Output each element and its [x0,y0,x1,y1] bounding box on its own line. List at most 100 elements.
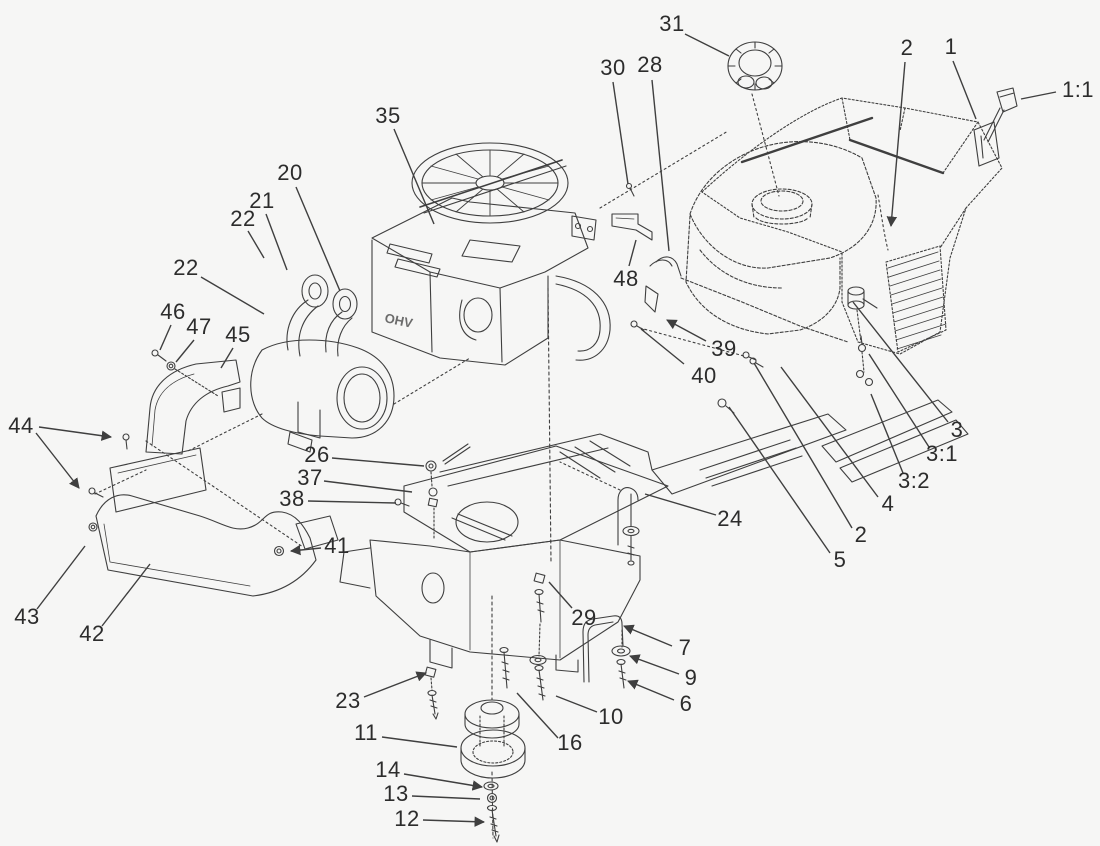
callout-28-2: 28 [637,52,662,77]
leader-42 [101,563,151,627]
leader-37 [323,480,413,493]
callout-21-8: 21 [249,188,274,213]
console-housing [599,97,1003,355]
leader-13 [411,795,481,800]
callout-16-36: 16 [557,730,582,755]
callout-38-17: 38 [279,486,304,511]
leader-1:1 [1020,91,1057,100]
leader-44-1 [35,432,80,489]
leader-35 [393,128,435,225]
callout-2-3: 2 [901,35,914,60]
leader-3:2 [870,393,904,474]
callout-3:2-24: 3:2 [898,468,930,493]
callout-41-18: 41 [324,533,349,558]
fastener-23 [424,666,439,720]
fuel-cap [727,41,783,197]
leader-31 [684,33,730,57]
leader-46 [159,324,172,351]
callout-14-39: 14 [375,757,400,782]
muffler [185,274,471,453]
leader-9 [629,654,680,675]
callout-31-0: 31 [659,11,684,36]
leader-5 [728,406,831,554]
leader-48 [628,239,637,267]
callout-39-28: 39 [711,336,736,361]
callout-43-19: 43 [14,604,39,629]
mounting-plate [94,440,304,548]
callout-11-38: 11 [354,720,378,745]
leader-20 [295,186,341,292]
fastener-26-37-38 [394,443,471,541]
j-bolt-24 [559,461,640,566]
leader-23 [363,671,427,698]
leader-41 [289,544,322,556]
leader-3 [852,301,949,423]
callout-5-27: 5 [834,547,847,572]
callout-40-29: 40 [691,363,716,388]
leader-38 [307,500,397,504]
fastener-41 [273,545,285,557]
callout-3:1-23: 3:1 [926,441,958,466]
leader-30 [612,81,629,185]
callout-7-32: 7 [679,635,692,660]
callout-4-25: 4 [882,491,895,516]
leader-45 [220,347,234,369]
callout-45-13: 45 [225,322,250,347]
leader-4 [780,366,879,498]
callout-37-16: 37 [297,465,322,490]
callout-20-7: 20 [277,160,302,185]
leader-10 [555,695,598,713]
leader-22 [247,230,265,259]
leader-26 [331,457,425,467]
callout-2-26: 2 [855,522,868,547]
callout-24-21: 24 [717,506,742,531]
control-lever [973,87,1018,167]
leader-43 [36,545,86,610]
pulley-assembly [460,699,526,779]
callout-12-41: 12 [394,806,419,831]
callout-47-12: 47 [186,314,211,339]
fasteners-center [499,572,547,701]
console-grille [887,251,947,350]
leader-2 [886,61,906,228]
leader-3:1 [868,353,930,448]
heat-shield-lower [95,494,339,597]
bracket-48-group [611,182,757,361]
fuel-line [639,256,849,414]
leader-16 [516,692,559,739]
leader-28 [651,79,670,252]
leader-12 [422,816,486,827]
callout-30-1: 30 [600,55,625,80]
callout-42-20: 42 [79,621,104,646]
fastener-12-13-14 [483,781,500,843]
leader-6 [627,679,675,701]
callout-22-9: 22 [230,206,255,231]
leader-11 [381,736,458,748]
heat-shield-upper [145,359,241,455]
leader-47 [175,339,195,363]
engine-label: OHV [383,310,414,331]
leader-22 [200,276,265,315]
callout-22-10: 22 [173,255,198,280]
callout-1-4: 1 [945,34,958,59]
callout-35-6: 35 [375,103,400,128]
callout-46-11: 46 [160,299,185,324]
fuel-tank [685,141,877,335]
fuel-valve [847,286,878,387]
leader-2 [753,362,853,529]
callout-29-31: 29 [571,605,596,630]
callout-13-40: 13 [383,781,408,806]
callout-10-35: 10 [598,704,623,729]
leader-7 [623,624,673,647]
callout-3-22: 3 [951,417,964,442]
callout-48-30: 48 [613,266,638,291]
callout-9-33: 9 [685,665,698,690]
callout-26-15: 26 [304,442,329,467]
callout-6-34: 6 [680,691,693,716]
leader-29 [548,581,573,609]
engine: OHV [371,142,611,563]
base-frame [339,399,969,839]
small-screws-left [88,349,219,532]
